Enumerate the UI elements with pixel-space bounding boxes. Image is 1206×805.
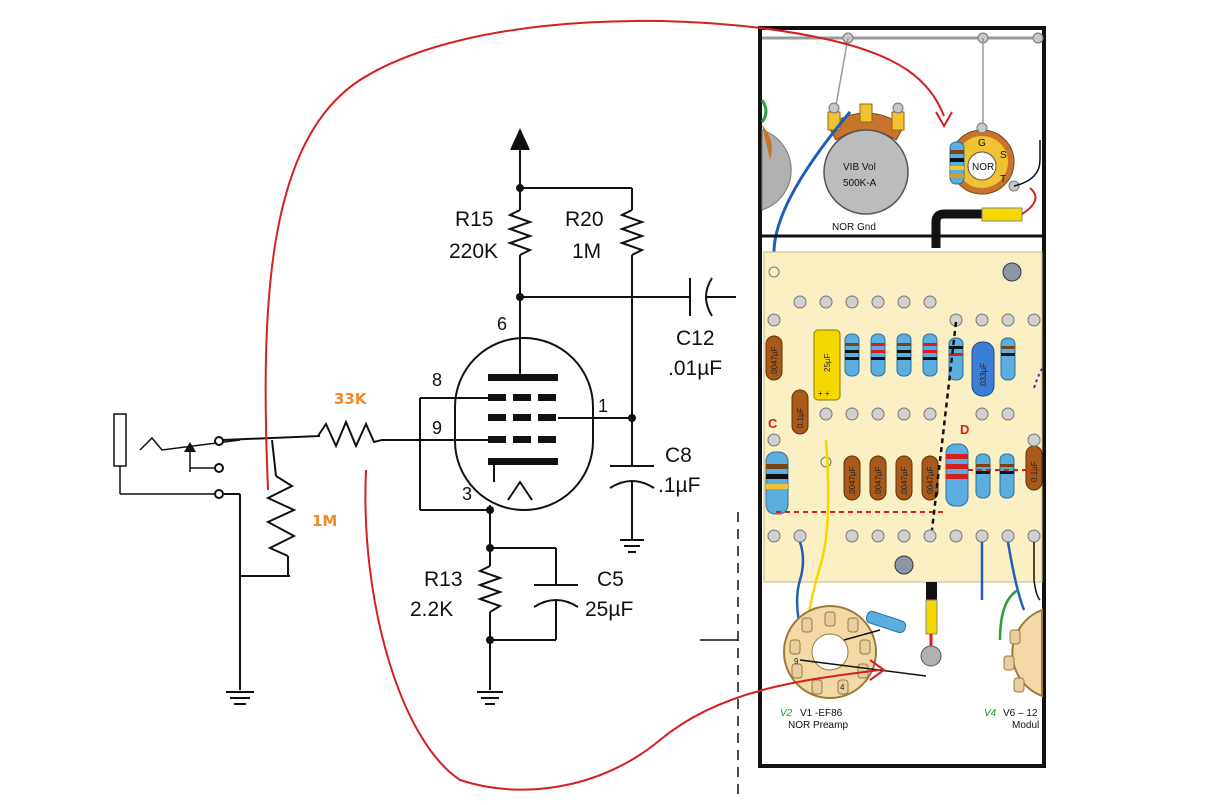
pot-label-line2: 500K-A: [843, 178, 877, 189]
board-caps-brown: .0047µF 0.1µF .0047µF .0047µF .0047µF .0…: [765, 335, 1043, 501]
nor-input-jack: G NOR S T: [949, 122, 1020, 195]
capacitor-c5-symbol: [533, 548, 579, 640]
electrolytic-cap: 25µF + +: [813, 329, 841, 401]
point-d-label: D: [960, 422, 969, 437]
input-jack-symbol: [113, 413, 241, 499]
red-annotation-path: [264, 19, 953, 791]
r13-value-label: 2.2K: [410, 598, 453, 621]
turret-row-middle: [767, 407, 1041, 447]
electrolytic-label: 25µF: [823, 353, 832, 372]
tube-pin-8: 8: [432, 370, 442, 390]
socket2-name: V6 – 12: [1003, 708, 1038, 719]
bplus-arrow-icon: [510, 128, 530, 188]
tube-socket-v6: [1003, 608, 1043, 698]
socket2-sub: Modul: [1012, 720, 1039, 731]
tube-pin-3: 3: [462, 484, 472, 504]
socket1-tag: V2: [780, 708, 793, 719]
electrolytic-polarity: + +: [818, 389, 830, 398]
tube-pin-1: 1: [598, 396, 608, 416]
jack-center-label: NOR: [972, 162, 994, 173]
resistor-r13-symbol: [476, 548, 504, 690]
board-resistors-top: [844, 333, 1016, 381]
c12-value-label: .01µF: [668, 357, 722, 380]
r20-ref-label: R20: [565, 208, 604, 231]
point-c-label: C: [768, 416, 778, 431]
handwritten-1m-label: 1M: [312, 512, 337, 530]
blue-cap-label: .033µF: [979, 363, 988, 388]
tube-pin-6: 6: [497, 314, 507, 334]
cap-01-right: 0.1µF: [1030, 461, 1039, 482]
c8-ref-label: C8: [665, 444, 692, 467]
cap-0047-b: .0047µF: [848, 466, 857, 496]
r15-value-label: 220K: [449, 240, 498, 263]
tube-socket-v1: 9 4: [783, 605, 927, 699]
cap-0047-c: .0047µF: [874, 466, 883, 496]
socket1-pin-9: 9: [794, 657, 799, 666]
socket1-name: V1 -EF86: [800, 708, 843, 719]
resistor-r15-symbol: [506, 188, 534, 297]
vib-vol-pot: VIB Vol 500K-A: [823, 102, 909, 215]
cap-01-label: 0.1µF: [796, 407, 805, 428]
r20-value-label: 1M: [572, 240, 601, 263]
jack-pin-s: S: [1000, 150, 1007, 161]
blue-cap: .033µF: [971, 341, 995, 397]
board-resistors-large: [765, 443, 1015, 515]
c8-value-label: .1µF: [658, 474, 700, 497]
c5-value-label: 25µF: [585, 598, 633, 621]
jack-pin-g: G: [978, 138, 986, 149]
cap-0047-d: .0047µF: [900, 466, 909, 496]
layout-board: VIB Vol 500K-A NOR Gnd G NOR S T: [758, 26, 1046, 768]
c12-ref-label: C12: [676, 327, 715, 350]
r13-ref-label: R13: [424, 568, 463, 591]
socket2-tag: V4: [984, 708, 997, 719]
r15-ref-label: R15: [455, 208, 494, 231]
capacitor-c12-symbol: [689, 277, 736, 317]
turret-row-top: [767, 295, 1041, 327]
capacitor-c8-symbol: [609, 418, 655, 553]
socket1-pin-4: 4: [840, 683, 845, 692]
resistor-r20-symbol: [618, 188, 646, 418]
cap-0047-e: .0047µF: [926, 466, 935, 496]
nor-gnd-label: NOR Gnd: [832, 222, 876, 233]
tube-ef86-symbol: [454, 337, 632, 511]
c5-ref-label: C5: [597, 568, 624, 591]
handwritten-33k-label: 33K: [334, 390, 368, 408]
turret-row-bottom: [767, 529, 1041, 543]
pot-label-line1: VIB Vol: [843, 162, 876, 173]
schematic: [113, 128, 736, 705]
socket1-sub: NOR Preamp: [788, 720, 848, 731]
tube-pin-9: 9: [432, 418, 442, 438]
jack-pin-t: T: [1000, 174, 1006, 185]
hand-wiring: [222, 419, 395, 705]
cap-0047-left: .0047µF: [770, 346, 779, 376]
